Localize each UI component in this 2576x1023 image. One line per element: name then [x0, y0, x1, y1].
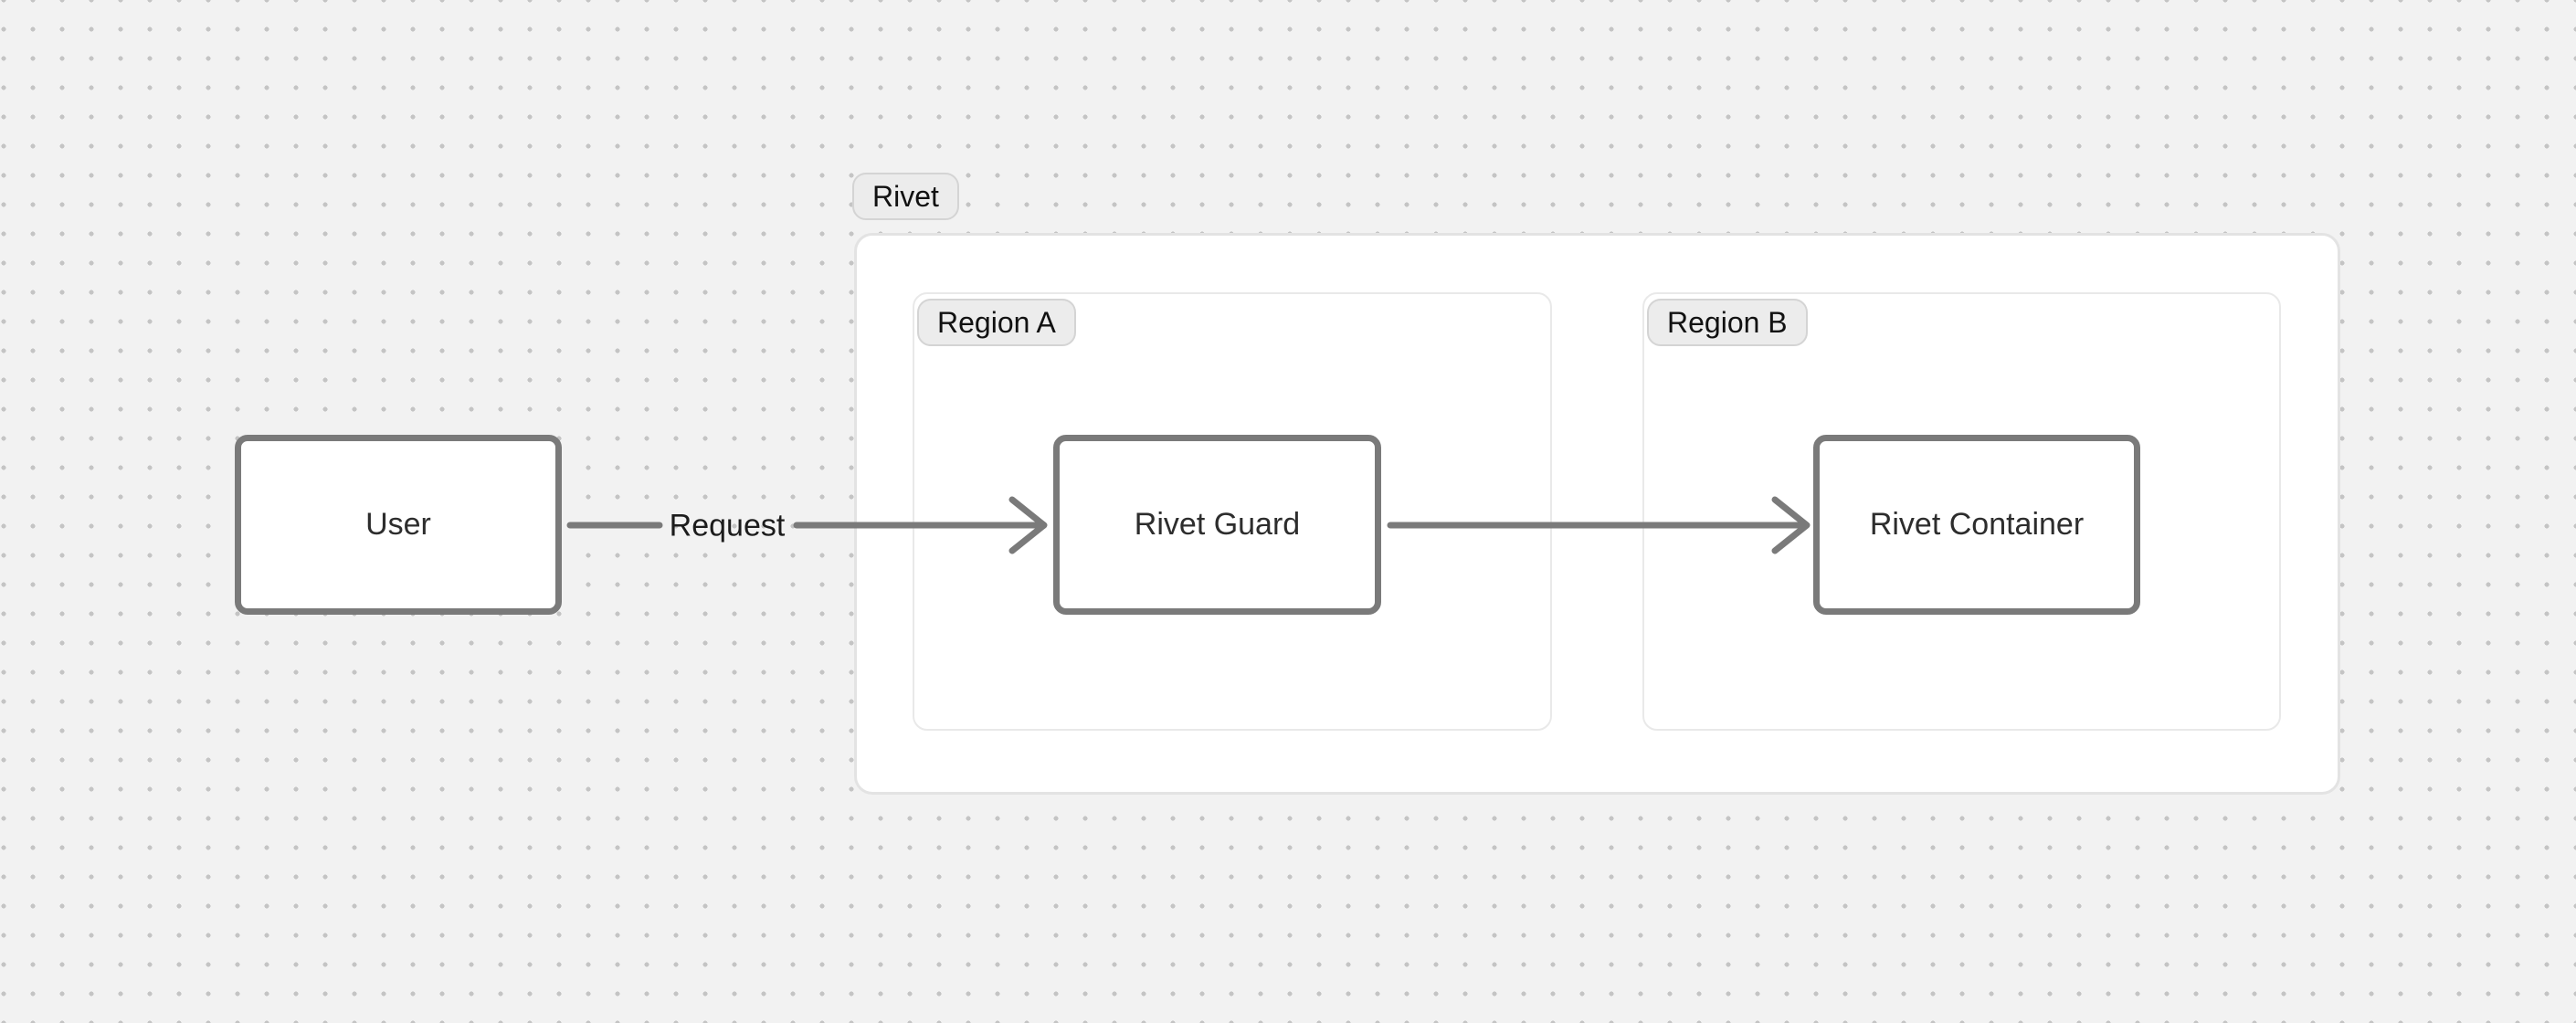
region-b-badge: Region B	[1647, 299, 1808, 346]
node-user: User	[235, 435, 562, 615]
node-label: User	[365, 507, 431, 542]
node-label: Rivet Container	[1869, 507, 2085, 542]
edge-label-request: Request	[669, 508, 786, 543]
node-rivet-guard: Rivet Guard	[1053, 435, 1381, 615]
region-a-badge: Region A	[917, 299, 1076, 346]
node-rivet-container: Rivet Container	[1813, 435, 2140, 615]
node-label: Rivet Guard	[1134, 507, 1301, 542]
rivet-group-badge: Rivet	[852, 173, 959, 220]
